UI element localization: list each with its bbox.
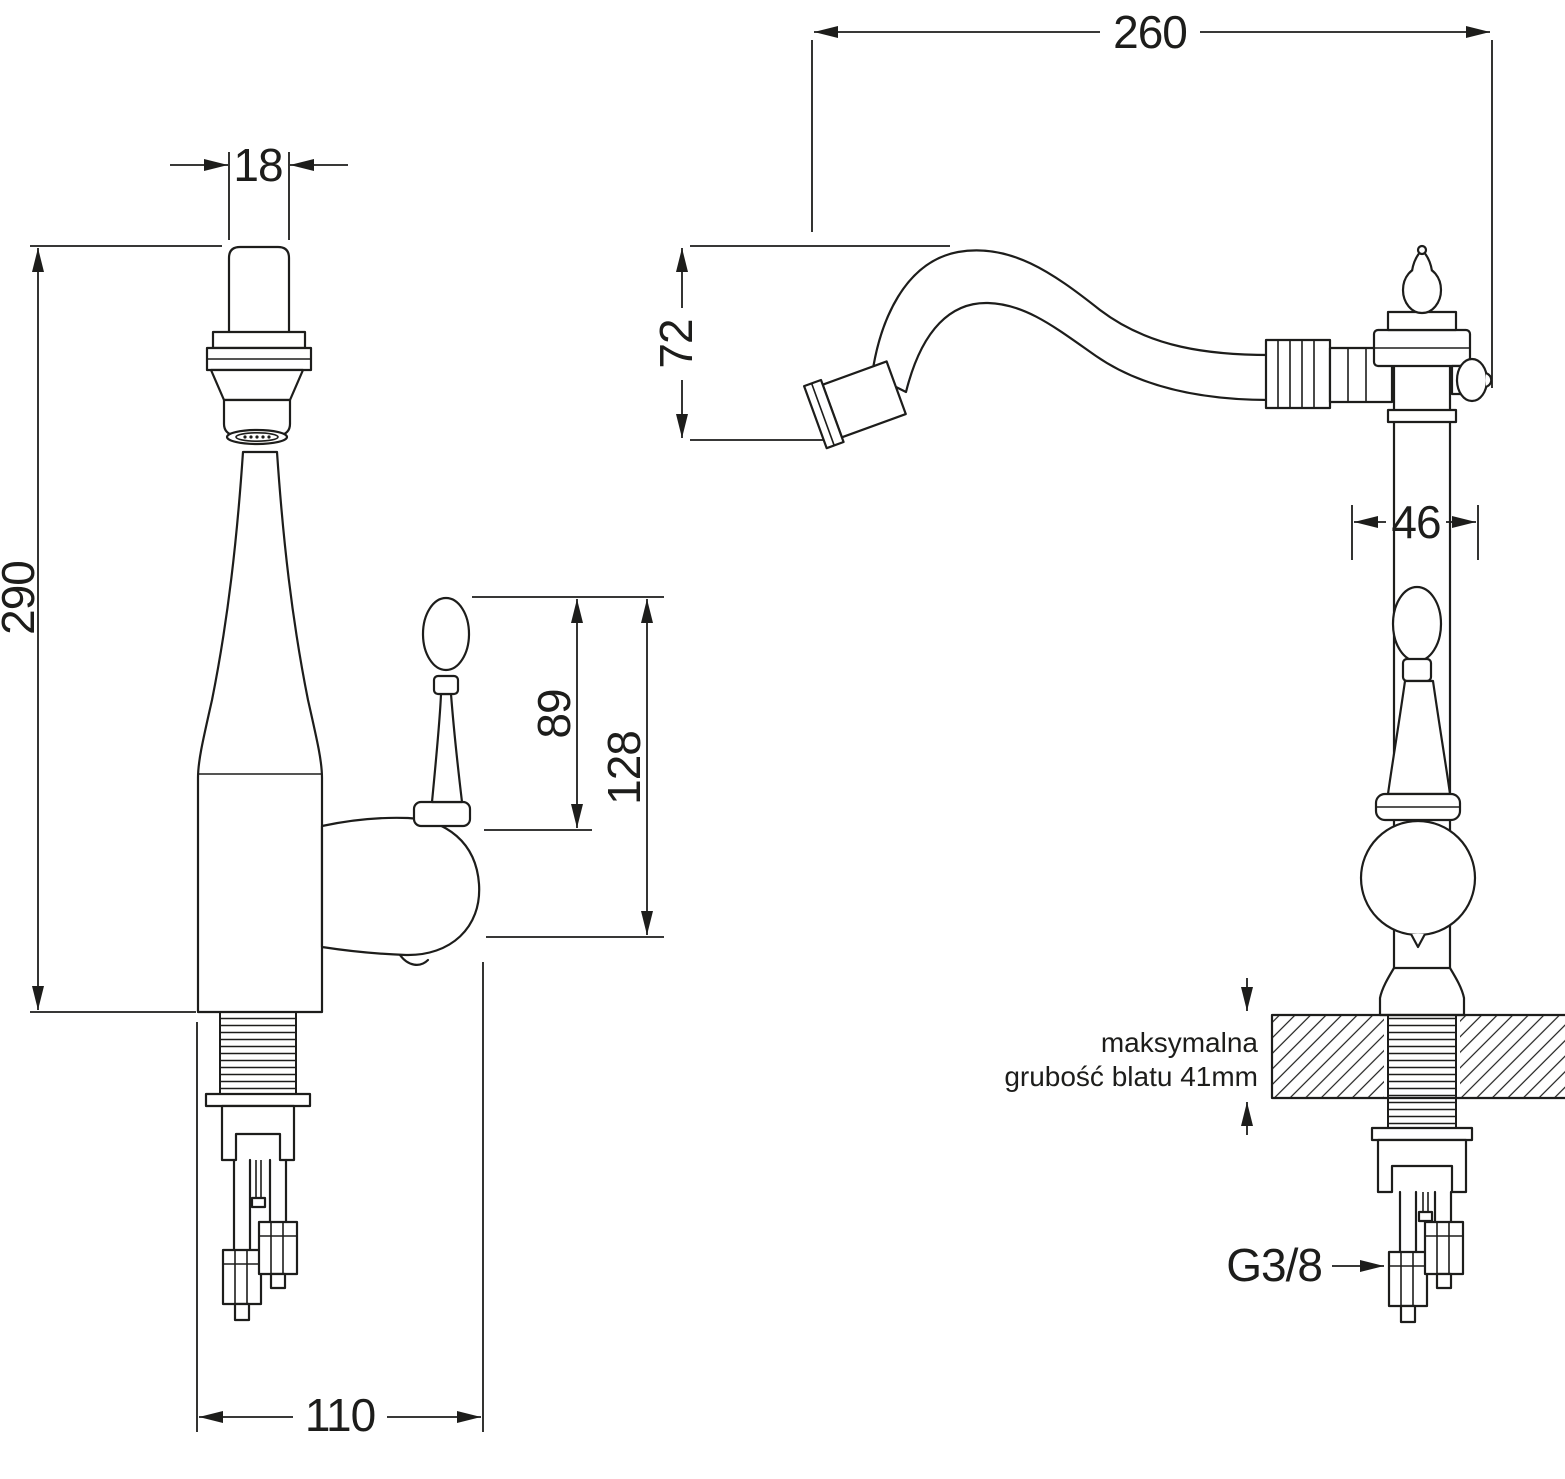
mounting-nut [1376,1138,1468,1194]
handle-knob [1391,585,1443,663]
finial [1401,244,1443,315]
thread-callout: G3/8 [1226,1239,1384,1291]
spout-outlet-side [205,245,313,446]
aerator-front [802,360,907,450]
mounting-hardware-side [204,1011,312,1322]
dim-spout-reach-label: 260 [1113,6,1187,58]
left-view: 18 290 89 128 110 [0,139,664,1441]
dim-spout-diameter-label: 18 [233,139,282,191]
dim-base-depth-label: 110 [305,1389,375,1441]
faucet-body-front [1372,244,1493,1017]
hose-connector [1387,1250,1429,1308]
threaded-shank [219,1011,297,1095]
handle-knob [421,596,471,672]
hose-connector [221,1248,263,1306]
countertop-section: maksymalna grubość blatu 41mm [1004,978,1565,1135]
mounting-nut [220,1104,296,1162]
side-knob [1450,357,1493,403]
handle-front [1359,585,1477,949]
dim-handle-offset-label: 89 [528,689,580,738]
thread-size-label: G3/8 [1226,1239,1322,1291]
dim-handle: 89 128 [472,596,664,938]
hose-connector [1423,1220,1465,1276]
handle-side [320,596,481,966]
dim-body-width: 46 [1351,496,1479,560]
counter-note-line2: grubość blatu 41mm [1004,1061,1258,1092]
threaded-shank [1387,1014,1457,1134]
dim-body-width-label: 46 [1391,496,1440,548]
spout-front [802,249,1394,450]
dim-total-height-label: 290 [0,561,44,635]
dim-spout-drop: 72 [650,245,950,441]
right-view: maksymalna grubość blatu 41mm 260 [650,6,1565,1324]
dim-spout-diameter: 18 [170,139,348,240]
hose-connector [257,1220,299,1276]
handle-housing [320,816,481,957]
ball-joint [1359,819,1477,937]
dim-base-depth: 110 [196,962,484,1441]
counter-note-line1: maksymalna [1101,1027,1259,1058]
dim-spout-reach: 260 [811,6,1493,388]
dim-spout-drop-label: 72 [650,319,702,368]
spout-ring-block [1264,338,1332,410]
mounting-hardware-front [1370,1126,1474,1324]
dim-total-height: 290 [0,245,222,1013]
dim-handle-height-label: 128 [598,731,650,805]
faucet-body-side [196,450,324,1014]
